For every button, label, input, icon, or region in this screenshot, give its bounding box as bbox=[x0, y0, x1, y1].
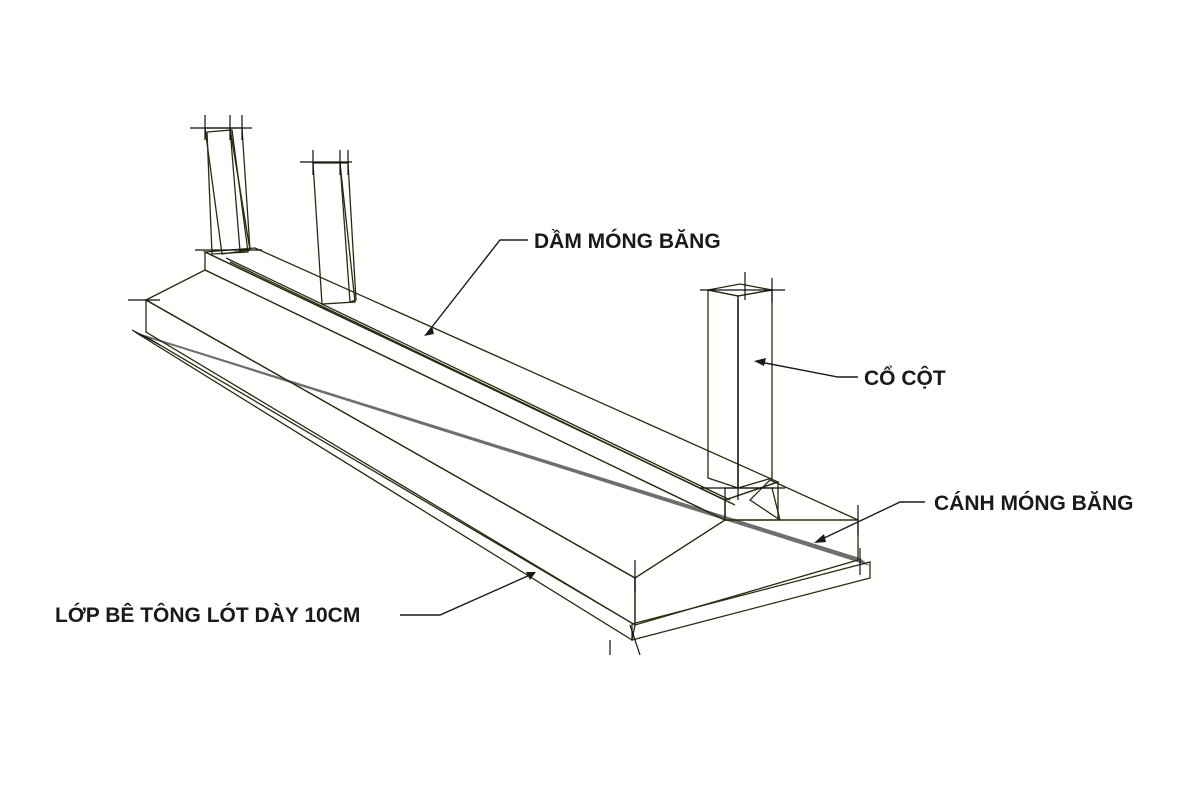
column-3 bbox=[707, 283, 773, 489]
footing-end-face bbox=[634, 519, 859, 626]
leader-beam bbox=[424, 239, 528, 336]
label-lean-concrete: LỚP BÊ TÔNG LÓT DÀY 10CM bbox=[55, 603, 360, 627]
lean-concrete-layer bbox=[134, 331, 871, 642]
column-2-face bbox=[312, 162, 356, 305]
arrow-column-neck bbox=[754, 358, 766, 366]
column-1-face bbox=[206, 129, 249, 255]
leader-footing-wing bbox=[814, 501, 925, 543]
arrow-lean-concrete bbox=[526, 572, 536, 580]
lean-concrete-end bbox=[631, 561, 871, 641]
column-2 bbox=[312, 162, 357, 305]
beam-front-face bbox=[204, 250, 726, 522]
arrow-beam bbox=[424, 326, 434, 336]
column-1 bbox=[204, 127, 251, 255]
dimension-marks bbox=[128, 115, 861, 656]
footing-sloped-top bbox=[144, 269, 727, 579]
column-3-side bbox=[737, 289, 773, 489]
arrow-footing-wing bbox=[814, 534, 826, 543]
label-beam: DẦM MÓNG BĂNG bbox=[534, 229, 721, 253]
foundation-beam bbox=[202, 247, 780, 522]
label-column-neck: CỔ CỘT bbox=[864, 366, 946, 390]
column-2-side bbox=[339, 162, 357, 303]
lean-concrete-front bbox=[134, 331, 636, 642]
lean-concrete-top bbox=[135, 332, 870, 566]
column-3-front bbox=[707, 289, 739, 489]
label-footing-wing: CÁNH MÓNG BĂNG bbox=[934, 491, 1134, 515]
leader-lean-concrete bbox=[400, 572, 536, 616]
beam-top-face bbox=[202, 247, 780, 501]
footing-front-face bbox=[145, 298, 636, 627]
leader-column-neck bbox=[754, 358, 858, 378]
